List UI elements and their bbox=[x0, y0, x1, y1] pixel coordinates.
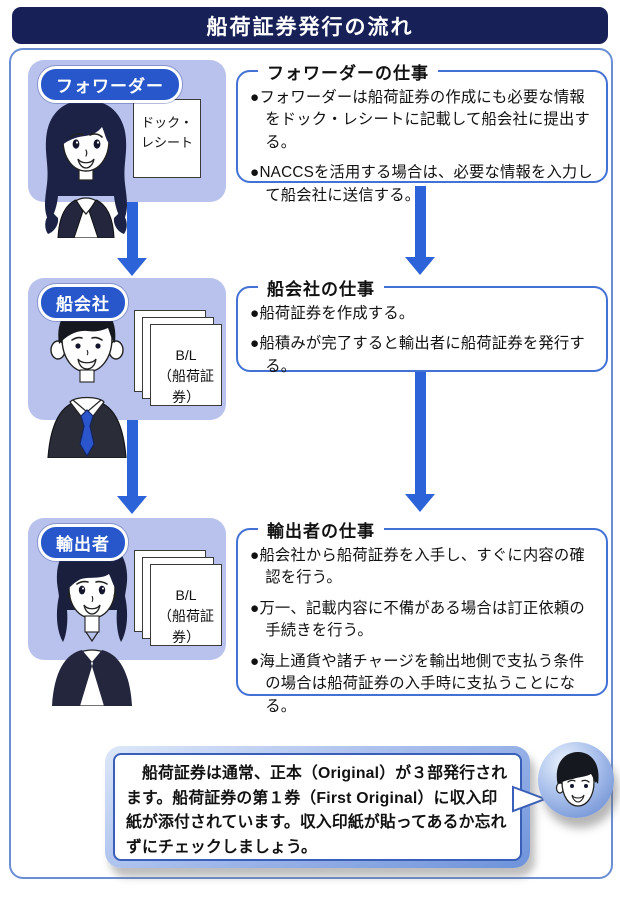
speech-pointer bbox=[512, 785, 546, 813]
actor-label-exporter: 輸出者 bbox=[38, 524, 128, 561]
actor-label-shipping-company: 船会社 bbox=[38, 284, 128, 321]
page-title: 船荷証券発行の流れ bbox=[12, 7, 608, 44]
bl-document-stack: B/L （船荷証券） bbox=[134, 550, 224, 648]
forwarder-woman-illustration bbox=[45, 100, 127, 238]
job-bullet: ●フォワーダーは船荷証券の作成にも必要な情報をドック・レシートに記載して船会社に… bbox=[250, 89, 590, 151]
job-bullet: ●万一、記載内容に不備がある場合は訂正依頼の手続きを行う。 bbox=[250, 599, 585, 640]
actor-label-forwarder: フォワーダー bbox=[38, 66, 182, 103]
job-bullet: ●NACCSを活用する場合は、必要な情報を入力して船会社に送信する。 bbox=[250, 164, 593, 204]
guide-boy-illustration bbox=[555, 752, 599, 807]
job-title-exporter: 輸出者の仕事 bbox=[258, 517, 384, 542]
note-text: 船荷証券は通常、正本（Original）が３部発行されます。船荷証券の第１券（F… bbox=[113, 753, 522, 861]
bl-document: B/L （船荷証券） bbox=[150, 324, 222, 406]
dock-receipt-document: ドック・ レシート bbox=[133, 99, 201, 178]
content-frame bbox=[9, 48, 613, 879]
guide-boy-avatar bbox=[538, 742, 614, 818]
job-box-forwarder: フォワーダーの仕事 ●フォワーダーは船荷証券の作成にも必要な情報をドック・レシー… bbox=[236, 59, 608, 204]
page-title-text: 船荷証券発行の流れ bbox=[206, 15, 414, 39]
job-bullet: ●船荷証券を作成する。 bbox=[250, 305, 415, 322]
shipping-company-man-illustration bbox=[47, 303, 127, 458]
job-title-forwarder: フォワーダーの仕事 bbox=[258, 59, 438, 84]
job-box-shipping-company: 船会社の仕事 ●船荷証券を作成する。 ●船積みが完了すると輸出者に船荷証券を発行… bbox=[236, 275, 608, 375]
job-box-exporter: 輸出者の仕事 ●船会社から船荷証券を入手し、すぐに内容の確認を行う。 ●万一、記… bbox=[236, 517, 608, 715]
job-bullet: ●船積みが完了すると輸出者に船荷証券を発行する。 bbox=[250, 335, 585, 375]
bl-document-stack: B/L （船荷証券） bbox=[134, 310, 224, 408]
job-bullet: ●船会社から船荷証券を入手し、すぐに内容の確認を行う。 bbox=[250, 547, 585, 587]
note-bubble: 船荷証券は通常、正本（Original）が３部発行されます。船荷証券の第１券（F… bbox=[105, 746, 546, 868]
bl-document: B/L （船荷証券） bbox=[150, 564, 222, 646]
job-title-shipping-company: 船会社の仕事 bbox=[258, 275, 384, 300]
job-bullet: ●海上通貨や諸チャージを輸出地側で支払う条件の場合は船荷証券の入手時に支払うこと… bbox=[250, 652, 585, 715]
